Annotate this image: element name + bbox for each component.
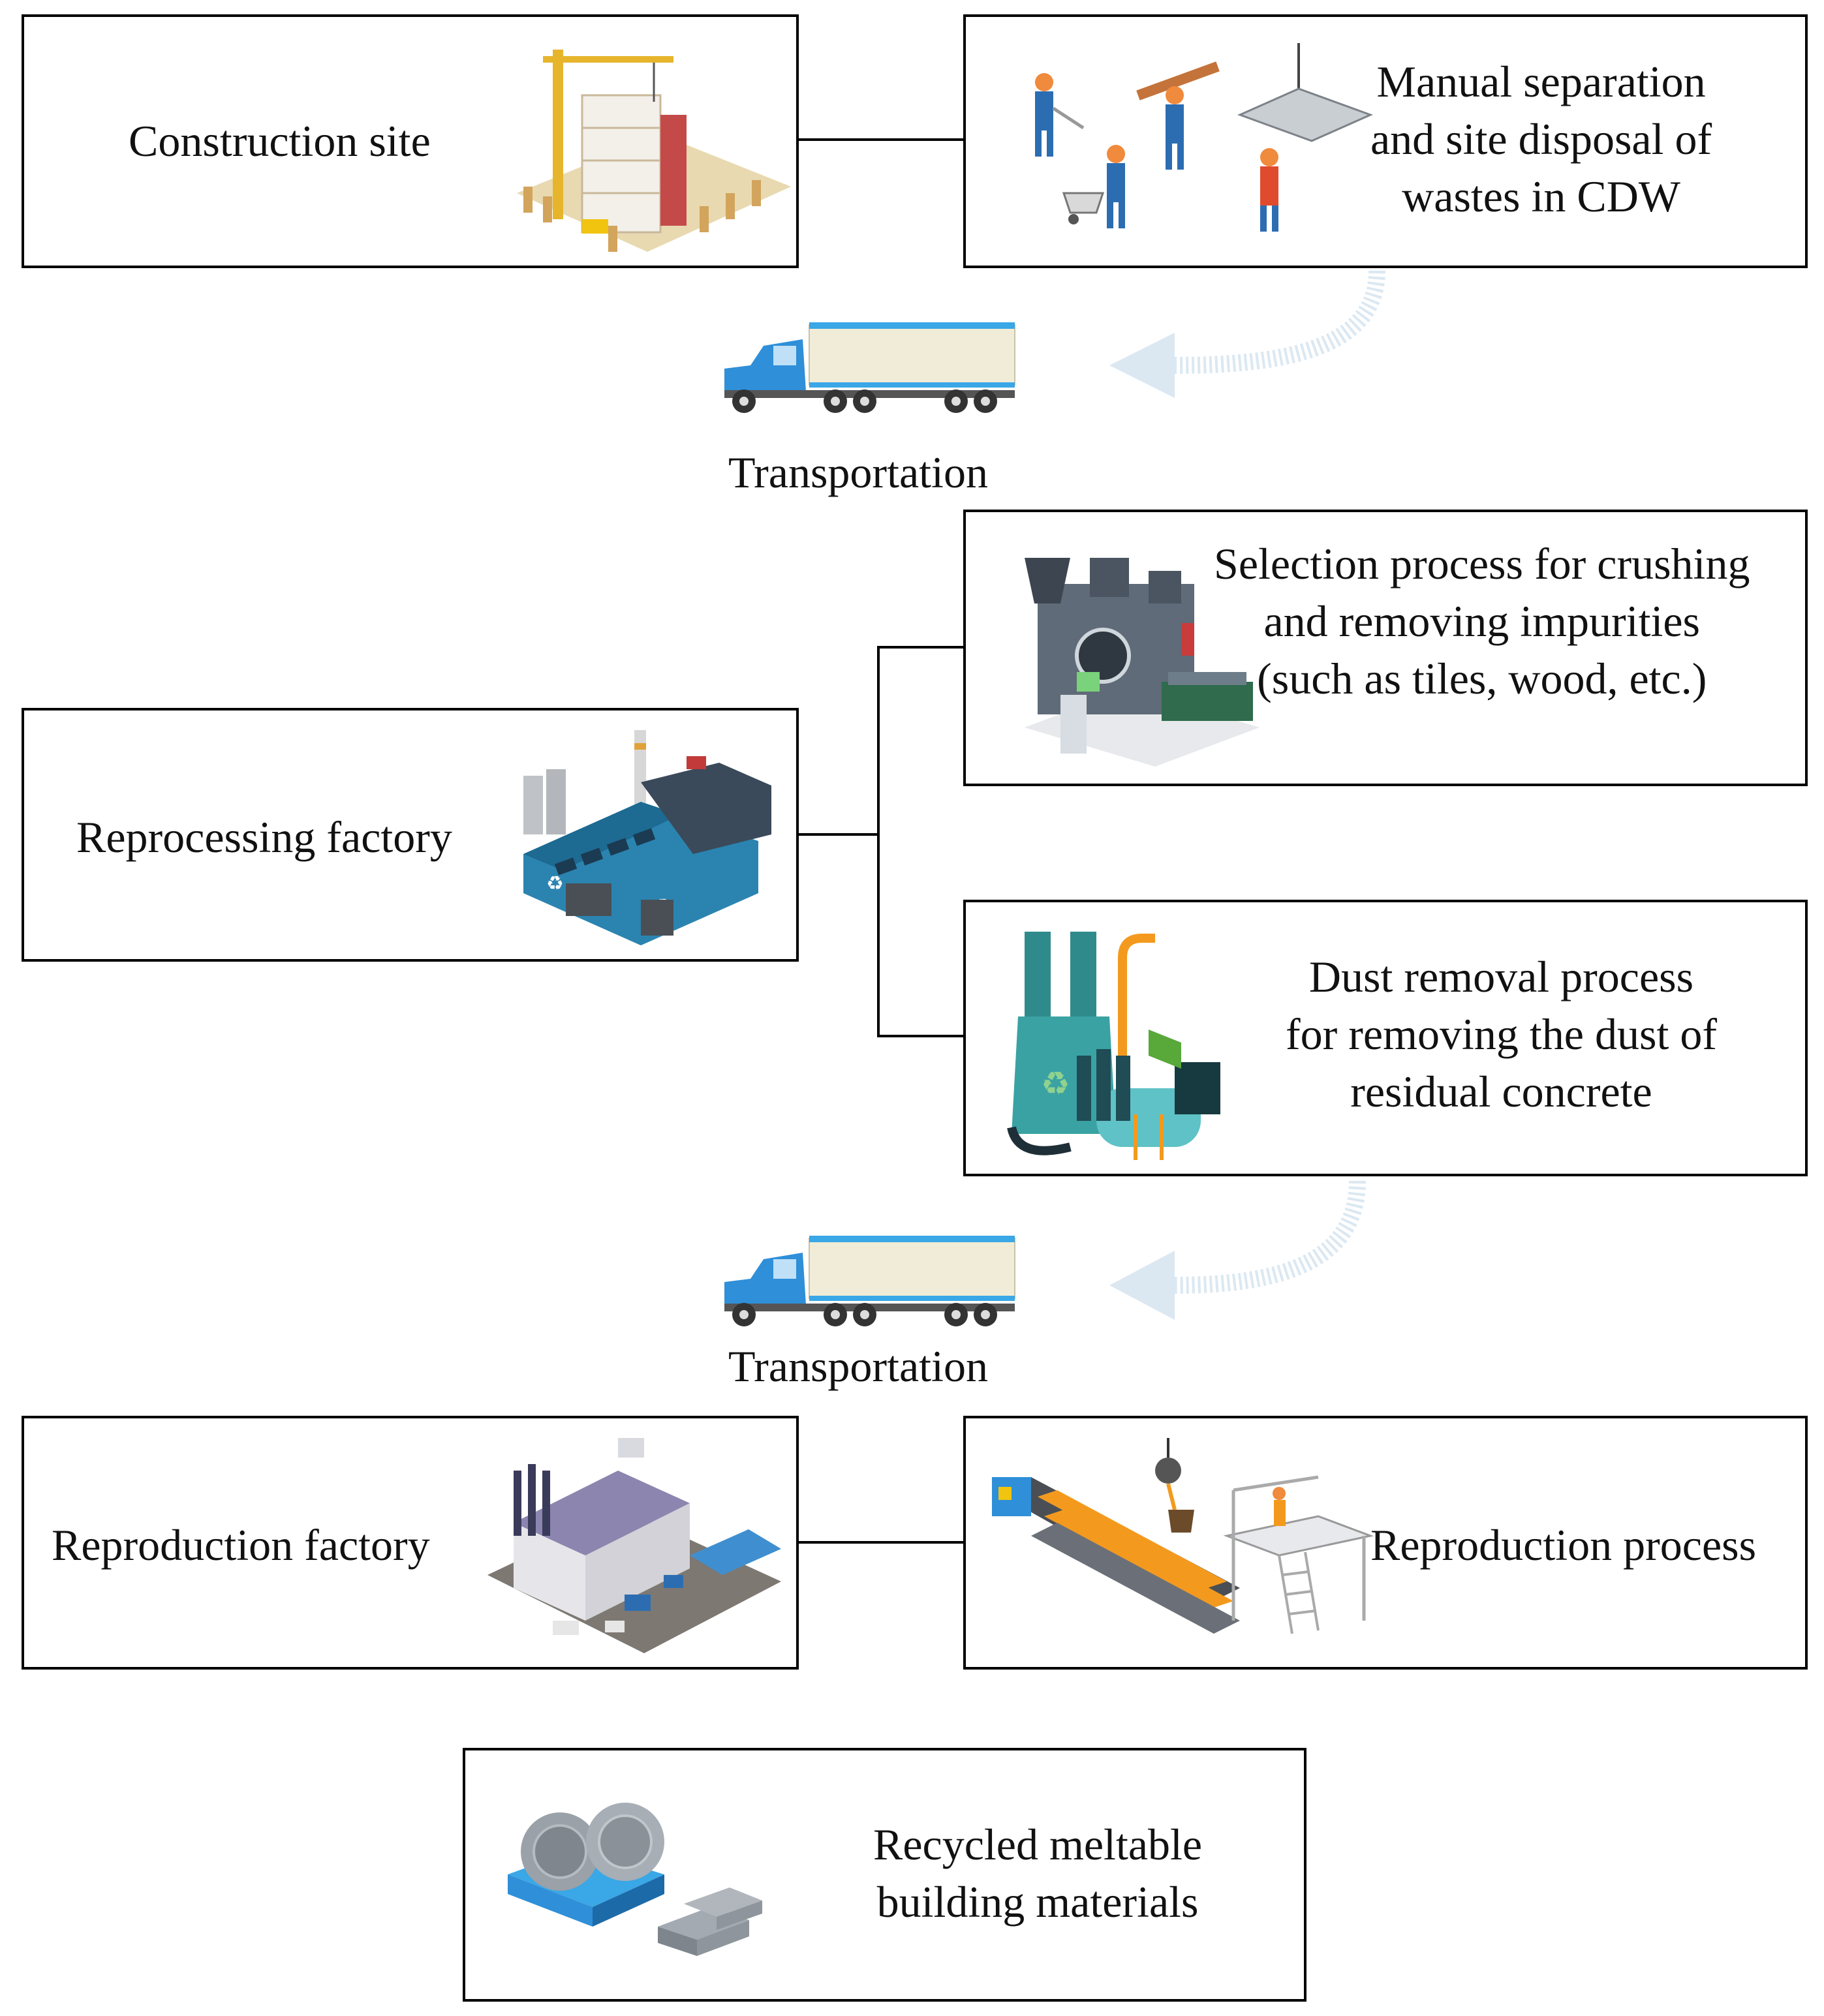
node-manual-separation: Manual separation and site disposal of w… [963, 14, 1808, 268]
svg-text:♻: ♻ [1041, 1065, 1070, 1103]
node-reproduction-process: Reproduction process [963, 1416, 1808, 1670]
node-dust-removal: ♻ Dust removal process for removing the … [963, 900, 1808, 1176]
node-label: Selection process for crushing and remov… [1214, 539, 1750, 703]
node-selection-process: Selection process for crushing and remov… [963, 510, 1808, 786]
connector-branch-vertical [877, 646, 880, 1037]
transport-label: Transportation [728, 448, 988, 497]
metal-coils-ingots-icon [508, 1803, 762, 1956]
dust-collector-icon: ♻ [1007, 932, 1220, 1160]
node-label: Reproduction process [1370, 1520, 1757, 1570]
node-recycled-materials: Recycled meltable building materials [463, 1748, 1306, 2002]
flow-arrow-icon [1109, 270, 1385, 398]
construction-crane-building-icon [517, 50, 791, 252]
node-label: Reproduction factory [52, 1520, 430, 1570]
connector-branch-to-dust [877, 1035, 963, 1037]
svg-text:♻: ♻ [546, 872, 564, 895]
transport-label: Transportation [728, 1341, 988, 1391]
node-label: Dust removal process for removing the du… [1286, 952, 1717, 1116]
crusher-machine-icon [1025, 558, 1260, 767]
node-construction-site: Construction site [22, 14, 799, 268]
node-label: Recycled meltable building materials [873, 1820, 1203, 1927]
industrial-plant-icon [487, 1438, 781, 1653]
workers-icon [1035, 43, 1374, 232]
node-reproduction-factory: Reproduction factory [22, 1416, 799, 1670]
node-label: Reprocessing factory [76, 812, 452, 862]
truck-icon [724, 1236, 1015, 1326]
connector-reprocessing-to-branch [796, 833, 880, 836]
casting-line-icon [992, 1438, 1374, 1634]
recycling-factory-icon: ♻ ♻ [523, 730, 771, 945]
connector-branch-to-selection [877, 646, 963, 649]
node-reprocessing-factory: Reprocessing factory ♻ ♻ [22, 708, 799, 962]
node-label: Construction site [129, 116, 431, 166]
truck-icon [724, 322, 1015, 413]
node-label: Manual separation and site disposal of w… [1370, 57, 1712, 221]
connector-construction-to-manual [796, 138, 963, 141]
flow-arrow-icon [1109, 1180, 1366, 1320]
connector-reproduction-factory-to-process [796, 1541, 963, 1544]
